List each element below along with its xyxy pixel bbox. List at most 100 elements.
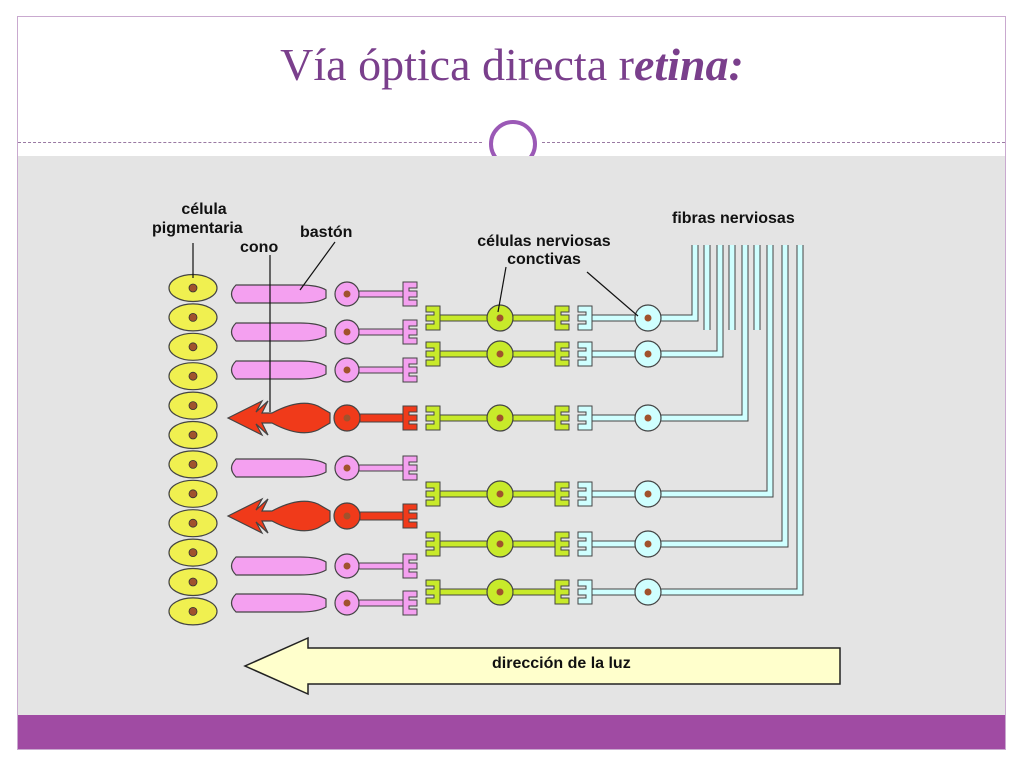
label-cone: cono [240,239,278,256]
pigment-nucleus [188,607,198,616]
bipolar-nucleus [496,350,504,358]
nerve-fibers [661,245,804,596]
label-fibers: fibras nerviosas [672,210,795,227]
ganglion-nucleus [644,588,652,596]
pigment-nucleus [188,312,198,322]
cone-outer-segment [226,399,331,437]
label-bipolar-line2: conctivas [507,251,581,268]
bipolar-dendrite [425,405,441,431]
ganglion-dendrite [577,305,593,331]
label-light-direction: dirección de la luz [492,655,631,672]
bipolar-nucleus [496,490,504,498]
bipolar-axon [512,540,556,548]
rod-axon [358,562,404,570]
bipolar-nucleus [496,588,504,596]
nerve-fiber [661,245,788,547]
ganglion-dendrite [577,341,593,367]
ganglion-nucleus [644,490,652,498]
pigment-nucleus [188,518,198,528]
bipolar-nucleus [496,314,504,322]
leader-ganglion [586,271,639,317]
light-direction-arrow [243,636,841,696]
bipolar-synapse [554,405,570,431]
rod-outer-segment [230,322,327,342]
rod-nucleus [343,562,351,570]
bipolar-nucleus [496,540,504,548]
bipolar-synapse [554,579,570,605]
title-plain: Vía óptica directa r [280,39,634,90]
pigment-nucleus [188,489,198,499]
rod-synapse [402,553,418,579]
bipolar-process [439,350,489,358]
ganglion-nucleus [644,350,652,358]
cone-nucleus [343,414,351,422]
bipolar-axon [512,588,556,596]
rod-outer-segment [230,593,327,613]
bipolar-process [439,540,489,548]
divider-right [542,142,1005,143]
rod-synapse [402,357,418,383]
divider-left [18,142,482,143]
ganglion-dendrite [577,405,593,431]
rod-nucleus [343,366,351,374]
ganglion-nucleus [644,314,652,322]
nerve-fiber [661,245,723,357]
ganglion-process [591,540,637,548]
pigment-nucleus [188,342,198,352]
ganglion-dendrite [577,579,593,605]
ganglion-nucleus [644,540,652,548]
nerve-fiber [661,245,803,595]
rod-nucleus [343,290,351,298]
bipolar-process [439,490,489,498]
bipolar-dendrite [425,531,441,557]
bipolar-synapse [554,341,570,367]
rod-nucleus [343,464,351,472]
pigment-nucleus [188,430,198,440]
pigment-nucleus [188,371,198,381]
rod-outer-segment [230,556,327,576]
rod-synapse [402,590,418,616]
ganglion-dendrite [577,481,593,507]
ganglion-process [591,314,637,322]
bipolar-process [439,314,489,322]
slide-title: Vía óptica directa retina: [0,38,1024,91]
cone-synapse [402,503,418,529]
nerve-fiber-outline [661,245,724,358]
nerve-fiber [661,245,773,497]
cone-synapse [402,405,418,431]
nerve-fiber [661,245,698,321]
ganglion-dendrite [577,531,593,557]
label-rod: bastón [300,224,352,241]
retina-cells [226,281,662,616]
label-bipolar-line1: células nerviosas [477,233,611,250]
rod-axon [358,599,404,607]
rod-outer-segment [230,458,327,478]
pigment-cells [168,273,218,626]
footer-bar [18,715,1005,749]
bipolar-axon [512,314,556,322]
ganglion-nucleus [644,414,652,422]
bipolar-process [439,414,489,422]
rod-outer-segment [230,284,327,304]
rod-nucleus [343,328,351,336]
rod-axon [358,366,404,374]
slide-frame [17,16,1006,750]
rod-axon [358,328,404,336]
rod-axon [358,464,404,472]
cone-axon [359,413,404,423]
nerve-fiber [661,245,748,421]
pigment-nucleus [188,459,198,469]
cone-axon [359,511,404,521]
rod-nucleus [343,599,351,607]
cone-outer-segment [226,497,331,535]
pigment-nucleus [188,548,198,557]
pigment-nucleus [188,577,198,587]
bipolar-process [439,588,489,596]
bipolar-dendrite [425,305,441,331]
leader-bipolar [497,266,507,313]
leader-rod [299,241,336,291]
bipolar-synapse [554,305,570,331]
rod-axon [358,290,404,298]
bipolar-dendrite [425,481,441,507]
